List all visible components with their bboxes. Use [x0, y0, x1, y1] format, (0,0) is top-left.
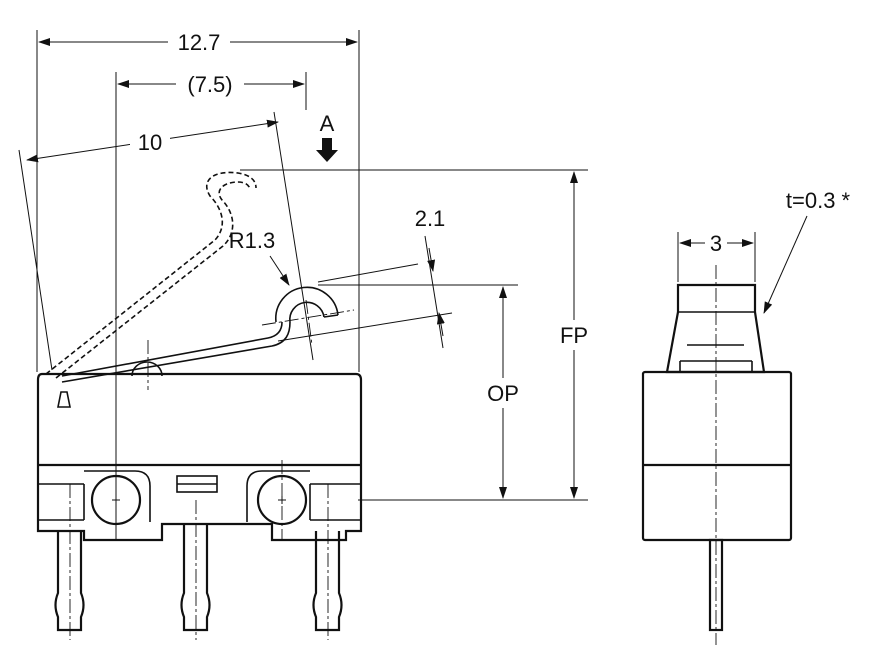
- switch-body: [36, 372, 363, 542]
- lever-free-position-outline: [45, 171, 257, 379]
- dimension-overall-width: 12.7: [38, 28, 358, 56]
- front-view: 12.7 (7.5) 10 A FP: [18, 28, 595, 640]
- dimension-roller-radius: R1.3: [229, 228, 290, 286]
- roller-radius-label: R1.3: [229, 228, 275, 253]
- roller: [261, 286, 355, 346]
- down-arrow-icon: [316, 138, 338, 162]
- actuator-plunger: [131, 361, 163, 377]
- roller-thickness-label: 2.1: [415, 206, 446, 231]
- dimension-side-width: 3: [679, 230, 754, 256]
- side-view: 3 t=0.3 *: [641, 188, 851, 645]
- dimension-lever-length: 10: [18, 111, 314, 371]
- dimension-roller-thickness: 2.1: [277, 206, 453, 349]
- lever-arm: [61, 321, 291, 383]
- terminals: [54, 484, 343, 640]
- dimension-operating-position: OP: [481, 286, 525, 499]
- dimension-lever-thickness: t=0.3 *: [763, 188, 851, 314]
- direction-a-indicator: A: [316, 111, 338, 162]
- free-position-label: FP: [560, 323, 588, 348]
- operating-position-label: OP: [487, 381, 519, 406]
- direction-label: A: [320, 111, 335, 136]
- lever-thickness-label: t=0.3 *: [786, 188, 851, 213]
- polarity-mark-icon: [57, 391, 71, 408]
- mounting-holes: [90, 460, 308, 540]
- lever-offset-label: (7.5): [187, 72, 232, 97]
- dimension-lever-offset: (7.5): [117, 70, 305, 98]
- lever-length-label: 10: [138, 130, 162, 155]
- dimension-free-position: FP: [553, 171, 595, 499]
- overall-width-label: 12.7: [178, 30, 221, 55]
- side-width-label: 3: [710, 231, 722, 256]
